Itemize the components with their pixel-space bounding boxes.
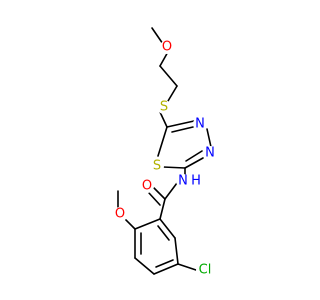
bond-ring-s1-c5 — [157, 126, 168, 157]
bond-benz-c6-c1-inner — [157, 225, 170, 241]
bond-benz-c5-c6 — [174, 237, 179, 265]
bond-c2-o-methoxy — [125, 219, 136, 230]
atom-s-ring: S — [150, 159, 164, 174]
bond-nh-carbonyl-c — [164, 182, 178, 200]
bond-benz-c3-c4 — [134, 257, 155, 275]
bond-ring-c2-s1 — [162, 166, 186, 169]
bond-ring-c5-n4 — [166, 120, 195, 128]
atom-o-ether: O — [160, 40, 174, 55]
bond-ring-n3-c2-double — [185, 150, 203, 162]
bond-benz-c4-c5 — [153, 263, 179, 275]
atom-label-s-thioether: S — [160, 100, 168, 115]
bond-carbonyl-c-ring — [159, 198, 166, 220]
bonds — [117, 27, 212, 275]
bond-carbonyl-c-o-double — [148, 192, 161, 206]
bond-ring-n4-n3 — [206, 128, 212, 148]
atom-o-carbonyl: O — [140, 179, 154, 194]
atom-cl: Cl — [196, 261, 214, 279]
atom-o-methoxy: O — [113, 207, 127, 222]
bond-benz-c4-c5-inner — [155, 259, 174, 268]
atom-n-amide: N H — [176, 174, 201, 189]
atom-n-ring-upper: N — [193, 117, 207, 132]
atom-label-o-methoxy: O — [115, 207, 125, 222]
bond-ch2-ch2 — [159, 65, 178, 87]
bond-ring-n3-c2 — [184, 157, 204, 169]
atom-label-cl: Cl — [199, 263, 212, 278]
bond-ch2-s — [167, 85, 178, 102]
atom-label-o-ether: O — [162, 40, 172, 55]
bond-ring-c5-n4-double — [171, 126, 194, 133]
molecule-structure-diagram: O S S N N N H O O — [113, 27, 217, 279]
bond-c5-cl — [177, 263, 197, 271]
atom-label-o-carbonyl: O — [142, 179, 152, 194]
atom-labels: O S S N N N H O O — [113, 40, 217, 279]
atom-label-h-amide: H — [191, 174, 201, 189]
atom-s-thioether: S — [157, 100, 171, 115]
atom-n-ring-lower: N — [203, 146, 217, 161]
atom-label-s-ring: S — [153, 159, 161, 174]
bond-methyl-o-top — [151, 27, 164, 45]
bond-benz-c1-c6 — [159, 218, 176, 239]
bond-benz-c1-c2 — [134, 218, 161, 230]
bond-s-ring-carbon — [159, 111, 168, 128]
atom-label-n-ring-lower: N — [205, 146, 215, 161]
atom-label-n-ring-upper: N — [195, 117, 205, 132]
atom-label-n-amide: N — [178, 174, 188, 189]
bond-carbonyl-c-o — [153, 187, 166, 200]
